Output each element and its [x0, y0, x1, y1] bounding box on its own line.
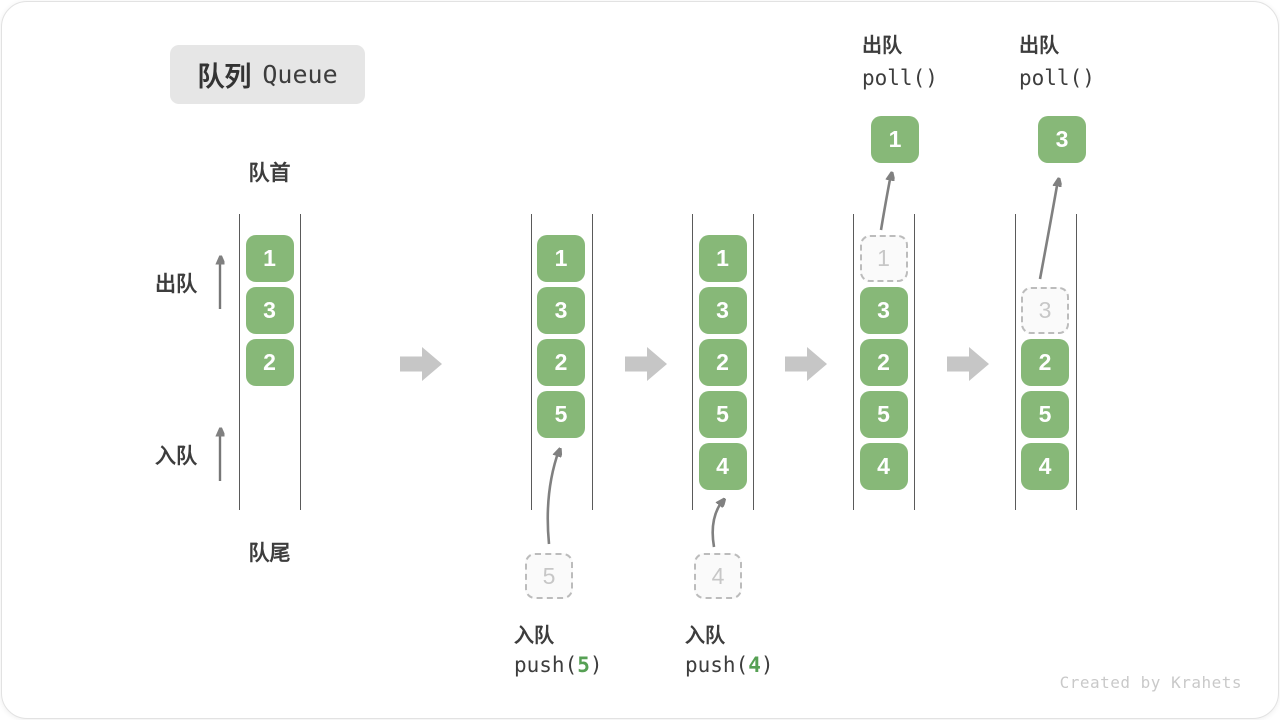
- queue-item-3: 3: [859, 287, 908, 334]
- enqueue-code-5: push(5): [514, 653, 603, 677]
- transition-arrow-4: [947, 347, 989, 381]
- queue-wall-right-4: [914, 214, 915, 510]
- code-pre: push(: [514, 653, 578, 677]
- dequeue-label-1: 出队: [862, 35, 902, 57]
- dequeue-label-3: 出队: [1019, 35, 1059, 57]
- code-arg: 5: [577, 653, 590, 677]
- queue-item-ghost-1: 1: [859, 235, 908, 282]
- title-en: Queue: [262, 60, 338, 89]
- queue-item-2: 2: [537, 339, 585, 386]
- incoming-item-4: 4: [694, 553, 742, 599]
- transition-arrow-3: [785, 347, 827, 381]
- push-5-arrow: [546, 450, 559, 545]
- queue-item-4: 4: [698, 443, 747, 490]
- queue-item-3: 3: [537, 287, 585, 334]
- label-dequeue-left: 出队: [155, 273, 197, 296]
- queue-item-1: 1: [245, 235, 294, 282]
- queue-item-5: 5: [698, 391, 747, 438]
- title-badge: 队列 Queue: [170, 45, 365, 104]
- queue-item-2: 2: [859, 339, 908, 386]
- enqueue-label-5: 入队: [514, 625, 554, 647]
- label-queue-front: 队首: [248, 162, 291, 185]
- polled-item-3: 3: [1038, 116, 1086, 163]
- queue-wall-right-1: [300, 214, 301, 510]
- queue-wall-left-1: [239, 214, 240, 510]
- queue-item-5: 5: [859, 391, 908, 438]
- queue-item-5: 5: [1021, 391, 1069, 438]
- code-pre: push(: [685, 653, 749, 677]
- code-post: ): [589, 653, 603, 677]
- polled-item-1: 1: [871, 116, 919, 163]
- label-queue-rear: 队尾: [248, 542, 291, 565]
- queue-item-4: 4: [1021, 443, 1069, 490]
- label-enqueue-left: 入队: [155, 445, 197, 468]
- queue-wall-left-5: [1014, 214, 1016, 510]
- queue-wall-left-2: [530, 214, 532, 510]
- watermark: Created by Krahets: [1059, 673, 1242, 692]
- queue-item-5: 5: [537, 391, 585, 438]
- transition-arrow-2: [625, 347, 667, 381]
- dequeue-code-1: poll(): [862, 66, 938, 90]
- poll-3-arrow: [1038, 180, 1058, 280]
- queue-item-2: 2: [245, 339, 294, 386]
- queue-item-1: 1: [698, 235, 747, 282]
- queue-wall-left-4: [853, 214, 854, 510]
- code-arg: 4: [748, 653, 761, 677]
- queue-wall-right-2: [591, 214, 593, 510]
- incoming-item-5: 5: [525, 553, 573, 599]
- push-4-arrow: [711, 500, 723, 548]
- enqueue-code-4: push(4): [685, 653, 774, 677]
- queue-item-2: 2: [698, 339, 747, 386]
- title-zh: 队列: [197, 62, 252, 92]
- queue-wall-left-3: [692, 214, 693, 510]
- queue-item-ghost-3: 3: [1021, 287, 1069, 334]
- queue-item-4: 4: [859, 443, 908, 490]
- queue-item-1: 1: [537, 235, 585, 282]
- enqueue-label-4: 入队: [685, 625, 725, 647]
- transition-arrow-1: [400, 347, 442, 381]
- queue-item-2: 2: [1021, 339, 1069, 386]
- poll-1-arrow: [879, 174, 891, 231]
- queue-wall-right-3: [753, 214, 754, 510]
- dequeue-code-3: poll(): [1019, 66, 1095, 90]
- queue-item-3: 3: [245, 287, 294, 334]
- code-post: ): [760, 653, 774, 677]
- queue-item-3: 3: [698, 287, 747, 334]
- queue-wall-right-5: [1075, 214, 1077, 510]
